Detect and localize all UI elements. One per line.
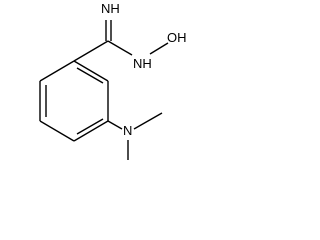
imine-nh-label: NH (101, 1, 120, 16)
ring-bond-1 (73, 60, 109, 82)
amidoxime-group: NH NH OH (73, 1, 187, 71)
hydroxyl-oh-label: OH (167, 30, 187, 45)
ring-bond-3 (73, 120, 109, 142)
amidine-single-bond (107, 40, 133, 56)
dimethylamino-group: N (107, 112, 163, 160)
structure-diagram: NH NH OH N (39, 1, 187, 160)
ring-bond-4 (39, 120, 75, 142)
n-methyl-bond-1 (133, 112, 163, 130)
ring-inner-double-1 (76, 67, 104, 84)
ring-bond-6 (39, 60, 75, 82)
benzene-ring (39, 60, 109, 142)
ring-to-n-bond (107, 120, 123, 130)
ring-inner-double-2 (76, 118, 104, 135)
ring-to-amidine-bond (73, 40, 109, 62)
dimethylamino-n-label: N (123, 123, 132, 138)
amide-nh-label: NH (133, 56, 152, 71)
n-o-bond (149, 42, 169, 55)
